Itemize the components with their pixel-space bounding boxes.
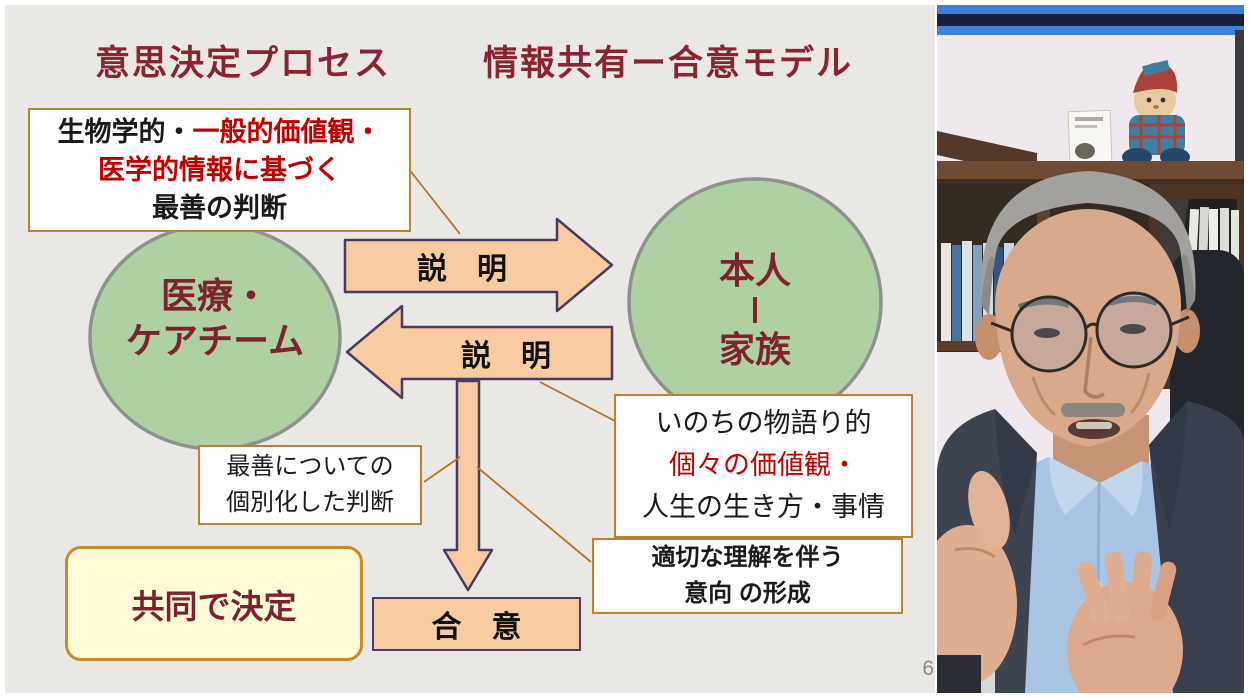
- intention-formation-box: 適切な理解を伴う 意向 の形成: [592, 538, 903, 614]
- biomedical-line1-red: 一般的価値観・: [192, 116, 382, 147]
- explain-arrow-left: [345, 304, 614, 400]
- presenter-webcam-illustration: [917, 5, 1244, 698]
- slide-title-right: 情報共有ー合意モデル: [483, 44, 854, 83]
- joint-decision-box: 共同で決定: [65, 546, 363, 661]
- patient-family-divider: [753, 297, 757, 323]
- patient-label-top: 本人: [718, 250, 791, 291]
- biomedical-line1-black: 生物学的・: [57, 116, 193, 147]
- patient-family-label: 本人 家族: [630, 248, 880, 372]
- biomedical-judgement-box: 生物学的・一般的価値観・ 医学的情報に基づく 最善の判断: [28, 108, 411, 232]
- presenter: [917, 171, 1244, 698]
- biomedical-line1: 生物学的・一般的価値観・: [58, 113, 382, 151]
- individualized-judgement-box: 最善についての 個別化した判断: [198, 445, 422, 525]
- down-arrow: [442, 379, 494, 592]
- book-display: [1067, 109, 1113, 165]
- patient-label-bottom: 家族: [718, 329, 791, 370]
- presenter-video-tile: [917, 5, 1244, 698]
- window-rail: [937, 5, 1244, 35]
- cabinet-edge: [1235, 30, 1244, 170]
- individualized-line2: 個別化した判断: [226, 489, 394, 516]
- care-team-label: 医療・ ケアチーム: [90, 273, 340, 363]
- eyes: [1034, 328, 1060, 338]
- hair: [980, 171, 1196, 305]
- slide-page-number: 6: [922, 657, 934, 680]
- narrative-line3: 人生の生き方・事情: [642, 491, 885, 522]
- care-team-line2: ケアチーム: [125, 320, 305, 361]
- biomedical-line3: 最善の判断: [152, 193, 287, 224]
- hand-left: [917, 470, 1017, 693]
- biomedical-line2: 医学的情報に基づく: [98, 154, 341, 185]
- explain-arrow-right: [343, 217, 614, 313]
- narrative-line1: いのちの物語り的: [655, 408, 872, 439]
- hand-right: [1067, 551, 1183, 698]
- glasses: [990, 291, 1190, 373]
- agreement-box: 合 意: [372, 597, 581, 651]
- doll: [1122, 60, 1190, 166]
- nose: [1083, 336, 1105, 399]
- intention-line1: 適切な理解を伴う: [651, 544, 844, 571]
- narrative-line2-red: 個々の価値観・: [669, 450, 858, 481]
- presentation-slide: 意思決定プロセス 情報共有ー合意モデル 生物学的・一般的価値観・ 医学的情報に基…: [5, 5, 935, 693]
- mustache: [1061, 403, 1125, 417]
- individualized-line1: 最善についての: [226, 453, 394, 480]
- connector-lines: [407, 167, 616, 563]
- slide-title-left: 意思決定プロセス: [95, 44, 392, 83]
- explain-arrow-left-label: 説 明: [461, 340, 551, 373]
- life-narrative-box: いのちの物語り的 個々の価値観・ 人生の生き方・事情: [614, 394, 913, 538]
- intention-line2: 意向 の形成: [684, 580, 811, 607]
- care-team-line1: 医療・: [160, 275, 269, 316]
- explain-arrow-right-label: 説 明: [417, 253, 507, 286]
